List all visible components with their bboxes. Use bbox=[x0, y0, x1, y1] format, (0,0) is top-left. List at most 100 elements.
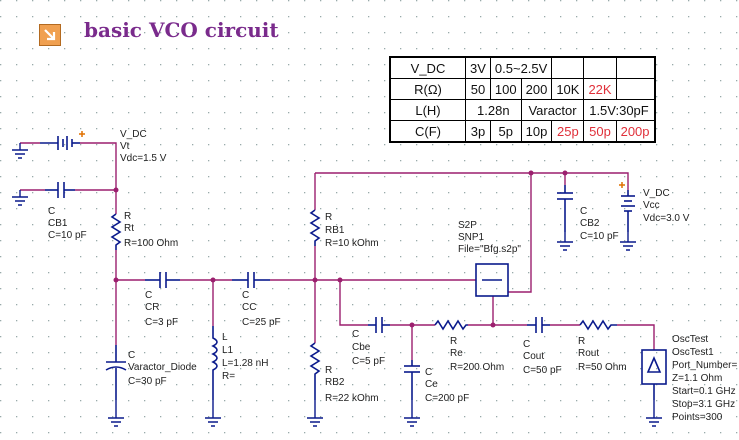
rout-resistor-symbol[interactable] bbox=[579, 319, 617, 331]
cb1-type-label: C bbox=[48, 206, 55, 217]
spec-cell bbox=[583, 56, 617, 79]
cout-value-label: C=50 pF bbox=[523, 365, 562, 376]
spec-row-label: L(H) bbox=[389, 99, 466, 121]
cc-capacitor-symbol[interactable] bbox=[232, 272, 270, 288]
page-title: basic VCO circuit bbox=[84, 18, 279, 42]
re-name-label: Re bbox=[450, 348, 463, 359]
ce-name-label: Ce bbox=[425, 379, 438, 390]
bullet-arrow-icon bbox=[39, 24, 61, 46]
varactor-type-label: C bbox=[128, 350, 135, 361]
spec-cell: 10p bbox=[520, 120, 553, 143]
rb2-name-label: RB2 bbox=[325, 377, 345, 388]
rb2-resistor-symbol[interactable] bbox=[309, 342, 321, 400]
rout-value-label: R=50 Ohm bbox=[578, 362, 627, 373]
wires bbox=[20, 142, 655, 360]
cout-type-label: C bbox=[523, 339, 530, 350]
s2p-type-label: S2P bbox=[458, 220, 477, 231]
osctest-symbol[interactable] bbox=[641, 349, 667, 400]
vcc-type-label: V_DC bbox=[643, 188, 670, 199]
re-value-label: R=200 Ohm bbox=[450, 362, 504, 373]
spec-cell: 1.5V:30pF bbox=[583, 99, 656, 121]
rb1-type-label: R bbox=[325, 212, 332, 223]
cb2-capacitor-symbol[interactable] bbox=[557, 185, 573, 232]
spec-cell: 1.28n bbox=[465, 99, 522, 121]
osc-port-label: Port_Number= bbox=[672, 360, 737, 371]
s2p-file-label: File="Bfg.s2p" bbox=[458, 244, 521, 255]
osc-points-label: Points=300 bbox=[672, 412, 723, 423]
cb2-name-label: CB2 bbox=[580, 218, 600, 229]
spec-cell: 22K bbox=[583, 78, 617, 100]
spec-cell: 0.5~2.5V bbox=[489, 56, 553, 79]
spec-cell: Varactor bbox=[520, 99, 585, 121]
ce-value-label: C=200 pF bbox=[425, 393, 469, 404]
spec-cell bbox=[551, 56, 585, 79]
re-resistor-symbol[interactable] bbox=[434, 319, 468, 331]
spec-cell: 5p bbox=[489, 120, 522, 143]
varactor-symbol[interactable] bbox=[105, 345, 127, 400]
cbe-capacitor-symbol[interactable] bbox=[368, 317, 390, 333]
ce-type-label: C bbox=[425, 367, 432, 378]
ce-capacitor-symbol[interactable] bbox=[404, 360, 420, 400]
spec-cell: 50p bbox=[583, 120, 617, 143]
cb1-name-label: CB1 bbox=[48, 218, 68, 229]
osc-z-label: Z=1.1 Ohm bbox=[672, 373, 722, 384]
cc-value-label: C=25 pF bbox=[242, 317, 281, 328]
cb1-capacitor-symbol[interactable] bbox=[45, 182, 75, 198]
rout-name-label: Rout bbox=[578, 348, 599, 359]
ground-symbols bbox=[12, 143, 662, 427]
osc-type-label: OscTest bbox=[672, 334, 708, 345]
osc-name-label: OscTest1 bbox=[672, 347, 714, 358]
cb2-type-label: C bbox=[580, 206, 587, 217]
spec-row-label: R(Ω) bbox=[389, 78, 466, 100]
vcc-source-symbol[interactable] bbox=[621, 190, 635, 232]
spec-cell: 50 bbox=[465, 78, 491, 100]
vcc-name-label: Vcc bbox=[643, 200, 660, 211]
cr-capacitor-symbol[interactable] bbox=[145, 272, 180, 288]
rb1-name-label: RB1 bbox=[325, 225, 345, 236]
cr-value-label: C=3 pF bbox=[145, 317, 178, 328]
l1-r-label: R= bbox=[222, 371, 235, 382]
osc-start-label: Start=0.1 GHz bbox=[672, 386, 736, 397]
cout-capacitor-symbol[interactable] bbox=[527, 317, 550, 333]
spec-row-label: C(F) bbox=[389, 120, 466, 143]
s2p-block-symbol[interactable] bbox=[475, 263, 509, 297]
rt-name-label: Rt bbox=[124, 223, 134, 234]
l1-type-label: L bbox=[222, 332, 228, 343]
cc-type-label: C bbox=[242, 290, 249, 301]
re-type-label: R bbox=[450, 336, 457, 347]
spec-cell: 3p bbox=[465, 120, 491, 143]
cr-type-label: C bbox=[145, 290, 152, 301]
varactor-value-label: C=30 pF bbox=[128, 376, 167, 387]
vt-name-label: Vt bbox=[120, 141, 130, 152]
cbe-name-label: Cbe bbox=[352, 342, 371, 353]
spec-cell: 10K bbox=[551, 78, 585, 100]
spec-cell: 3V bbox=[465, 56, 491, 79]
spec-cell: 200 bbox=[520, 78, 553, 100]
cout-name-label: Cout bbox=[523, 351, 544, 362]
l1-inductor-symbol[interactable] bbox=[211, 326, 218, 400]
cr-name-label: CR bbox=[145, 302, 159, 313]
spec-cell bbox=[615, 78, 656, 100]
s2p-name-label: SNP1 bbox=[458, 232, 485, 243]
vt-type-label: V_DC bbox=[120, 129, 147, 140]
cc-name-label: CC bbox=[242, 302, 256, 313]
cb2-value-label: C=10 pF bbox=[580, 231, 619, 242]
vt-value-label: Vdc=1.5 V bbox=[120, 153, 167, 164]
rt-resistor-symbol[interactable] bbox=[110, 213, 122, 250]
spec-cell: 200p bbox=[615, 120, 656, 143]
rb1-resistor-symbol[interactable] bbox=[309, 209, 321, 246]
vt-source-symbol[interactable] bbox=[40, 136, 80, 150]
rout-type-label: R bbox=[578, 336, 585, 347]
cbe-value-label: C=5 pF bbox=[352, 356, 385, 367]
rt-type-label: R bbox=[124, 211, 131, 222]
cbe-type-label: C bbox=[352, 329, 359, 340]
vcc-value-label: Vdc=3.0 V bbox=[643, 213, 690, 224]
l1-name-label: L1 bbox=[222, 345, 234, 356]
spec-row-label: V_DC bbox=[389, 56, 466, 79]
osc-stop-label: Stop=3.1 GHz bbox=[672, 399, 735, 410]
